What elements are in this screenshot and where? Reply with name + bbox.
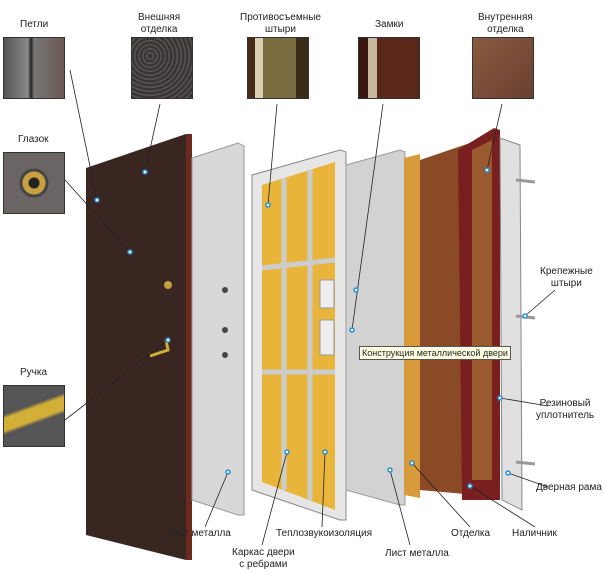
label-locks: Замки [375, 19, 404, 30]
tooltip: Конструкция металлической двери [359, 346, 511, 360]
label-peephole: Глазок [18, 134, 49, 145]
label-line: отделка [487, 24, 524, 35]
outer-door-panel [86, 134, 192, 560]
door-handle-icon [149, 339, 170, 358]
label-line: Противосъемные [240, 12, 321, 23]
label-casing: Наличник [512, 528, 557, 539]
mounting-pin [515, 460, 536, 466]
inner-finish-thumbnail [472, 37, 534, 99]
outer-finish-thumbnail [131, 37, 193, 99]
label-metal-sheet-2: Лист металла [385, 548, 449, 559]
hinges-thumbnail [3, 37, 65, 99]
handle-thumbnail [3, 385, 65, 447]
label-line: штыри [550, 278, 582, 289]
peephole-thumbnail [3, 152, 65, 214]
label-line: Резиновый [539, 398, 591, 409]
door-frame-ribs [251, 149, 347, 521]
hole [222, 287, 228, 293]
door-frame [499, 137, 523, 511]
door-lock-icon [164, 281, 172, 289]
locks-thumbnail [358, 37, 420, 99]
label-hinges: Петли [20, 19, 49, 30]
label-line: Внутренняя [478, 12, 533, 23]
label-line: штыри [265, 24, 296, 35]
label-door-frame: Дверная рама [536, 482, 602, 493]
label-metal-sheet-1: Лист металла [167, 528, 231, 539]
metal-sheet-2 [345, 149, 406, 506]
label-line: Внешняя [138, 12, 181, 23]
hole [222, 352, 228, 358]
markers [94, 167, 528, 489]
finish-panel [404, 154, 420, 498]
label-line: уплотнитель [536, 410, 595, 421]
label-line: отделка [140, 24, 178, 35]
label-line: Каркас двери [232, 547, 295, 558]
label-line: Крепежные [540, 266, 593, 277]
label-line: с ребрами [239, 559, 288, 570]
mounting-pin [515, 178, 536, 184]
anti-removal-pins-thumbnail [247, 37, 309, 99]
hole [222, 327, 228, 333]
outer-door-edge [186, 134, 192, 560]
label-insulation: Теплозвукоизоляция [276, 528, 373, 539]
label-handle: Ручка [20, 367, 48, 378]
inner-door-face [472, 140, 492, 480]
metal-sheet-1 [191, 142, 245, 516]
label-finish: Отделка [451, 528, 491, 539]
